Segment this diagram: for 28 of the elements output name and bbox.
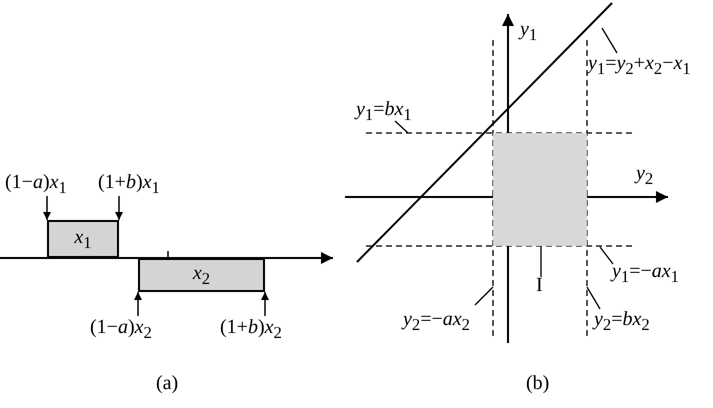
leader-line — [540, 246, 542, 277]
leader-line — [599, 246, 614, 264]
math-label: (1−a)x$_{1}$ — [5, 171, 67, 198]
math-label: y$_{1}$=bx$_{1}$ — [356, 98, 412, 124]
box-label: x$_{2}$ — [192, 262, 210, 288]
math-label: I — [536, 274, 543, 296]
leader-line — [474, 286, 494, 306]
arrow — [261, 292, 269, 316]
shaded-box — [47, 220, 119, 258]
axis-label: y$_{2}$ — [636, 162, 654, 188]
panel-label: (b) — [526, 372, 550, 394]
math-label: (1+b)x$_{1}$ — [98, 171, 160, 198]
box-label: x$_{1}$ — [74, 226, 92, 252]
arrow — [134, 292, 142, 316]
axis-label: y$_{1}$ — [520, 18, 538, 44]
math-label: (1+b)x$_{2}$ — [220, 316, 282, 342]
leader-line — [586, 286, 601, 310]
math-label: y$_{2}$=bx$_{2}$ — [594, 308, 650, 334]
math-label: y$_{2}$=−ax$_{2}$ — [403, 308, 470, 334]
math-label: y$_{1}$=−ax$_{1}$ — [612, 260, 679, 286]
arrow — [43, 196, 51, 220]
shaded-box — [138, 258, 265, 292]
arrow — [115, 196, 123, 220]
math-label: (1−a)x$_{2}$ — [90, 316, 152, 342]
panel-label: (a) — [156, 372, 178, 394]
leader-line — [394, 120, 408, 134]
shaded-region — [493, 133, 587, 246]
leader-line — [601, 28, 618, 54]
